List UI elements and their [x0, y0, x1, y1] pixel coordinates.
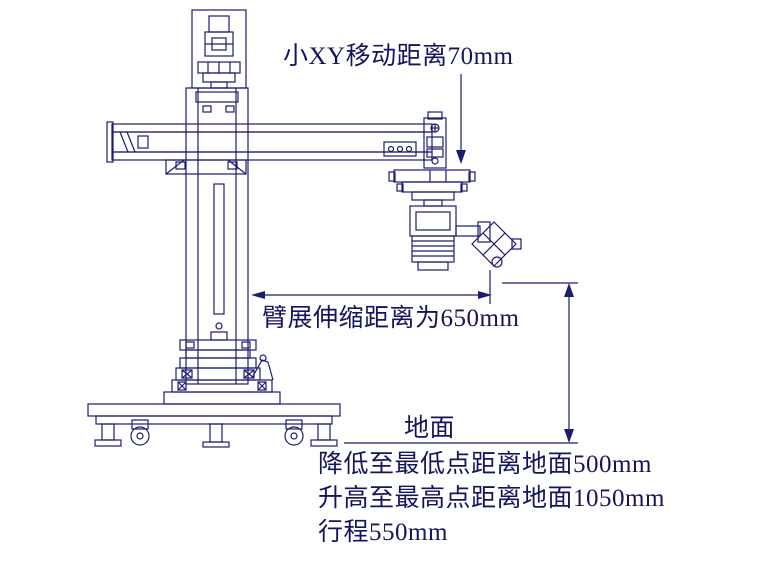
annotation-arm-extension: 臂展伸缩距离为650mm [262, 305, 520, 332]
annotation-highest-point: 升高至最高点距离地面1050mm [318, 485, 665, 512]
head-tool-assembly [388, 169, 522, 271]
boom-arm [106, 121, 433, 175]
height-bottom-arrowhead-icon [564, 429, 574, 443]
height-top-arrowhead-icon [564, 283, 574, 297]
beam-end-slide [423, 111, 447, 169]
annotation-xy-travel: 小XY移动距离70mm [283, 43, 514, 70]
dimension-arrows [251, 74, 578, 444]
arm-left-arrowhead-icon [251, 291, 265, 299]
arm-right-arrowhead-icon [478, 291, 492, 299]
lower-carriage-turntable [163, 339, 281, 405]
annotation-lowest-point: 降低至最低点距离地面500mm [318, 451, 652, 478]
xy-arrowhead-icon [456, 150, 466, 164]
annotation-ground: 地面 [404, 415, 456, 442]
top-motor-assembly [191, 9, 247, 89]
base-platform [87, 403, 341, 448]
annotation-travel-stroke: 行程550mm [318, 519, 448, 546]
